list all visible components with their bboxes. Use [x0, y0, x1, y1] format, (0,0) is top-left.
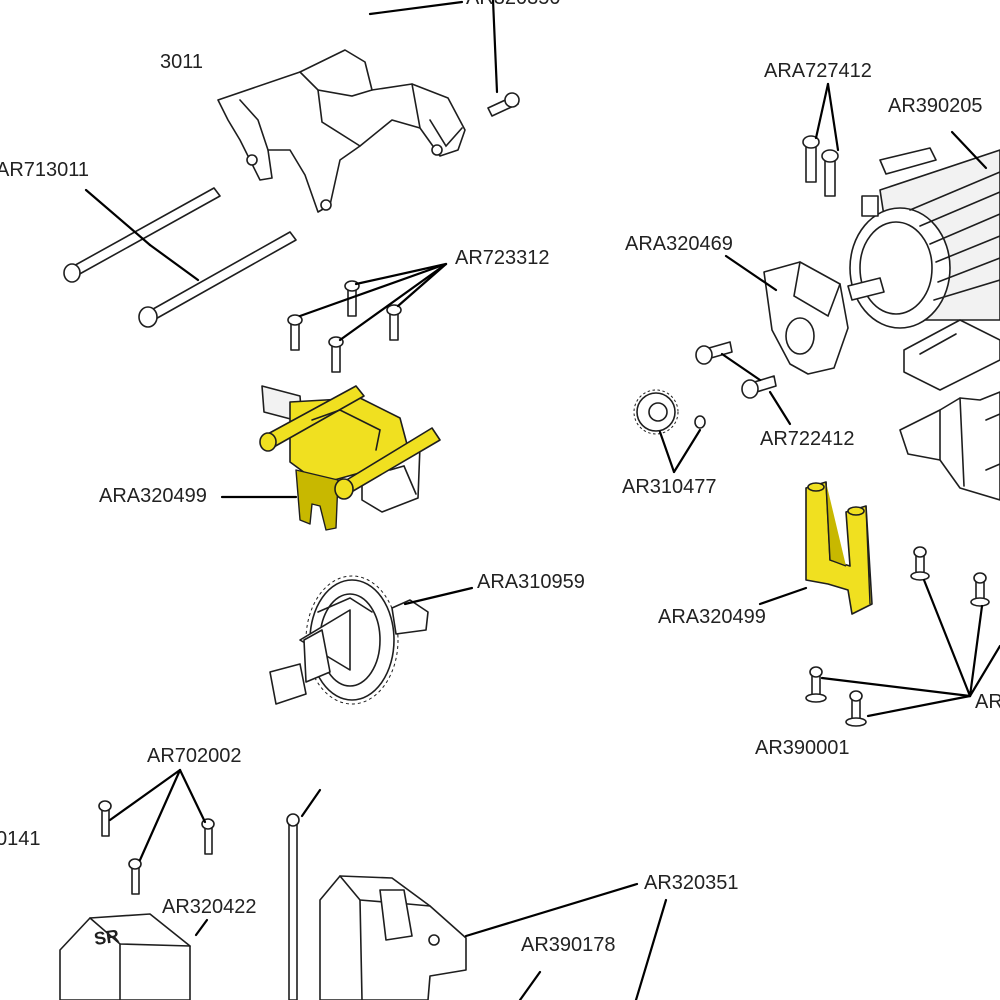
part-label-3011: 3011: [160, 51, 204, 73]
center-diff-mount-part: [259, 385, 441, 531]
screw-set-part: [287, 280, 402, 373]
receiver-box-part: [319, 875, 467, 1000]
part-label-ar320351: AR320351: [644, 872, 739, 894]
antenna-tube-part: [286, 813, 300, 1000]
motor-clamp-part: [763, 261, 849, 375]
motor-plate-part: [899, 319, 1000, 501]
part-label-ar390178: AR390178: [521, 934, 616, 956]
part-label-ar713011: AR713011: [0, 159, 90, 181]
svg-text:SR: SR: [93, 926, 121, 949]
motor-mount-post-part: [805, 481, 873, 615]
part-label-ara320499-right: ARA320499: [658, 606, 766, 628]
part-label-ara727412: ARA727412: [764, 60, 872, 82]
frame-screw-part: [805, 546, 990, 727]
part-label-ara320499-left: ARA320499: [99, 485, 207, 507]
center-diff-part: [269, 575, 429, 705]
part-label-ar390001: AR390001: [755, 737, 850, 759]
pinion-gear-part: [633, 389, 706, 435]
part-label-ar310477: AR310477: [622, 476, 717, 498]
chassis-brace-part: [217, 49, 466, 213]
mount-screw-part: [695, 341, 777, 399]
part-label-ara320469: ARA320469: [625, 233, 733, 255]
part-label-ar702002: AR702002: [147, 745, 242, 767]
part-label-ar390205: AR390205: [888, 95, 983, 117]
part-label-ar722412: AR722412: [760, 428, 855, 450]
hinge-pin-part: [63, 187, 297, 328]
part-label-top-cut: AR320350: [466, 0, 561, 8]
receiver-cover-part: SR: [59, 913, 191, 1000]
part-label-0141: 0141: [0, 828, 41, 850]
part-label-ar-cut: AR: [975, 691, 1000, 713]
motor-screw-part: [802, 135, 839, 197]
part-label-ar320422: AR320422: [162, 896, 257, 918]
pin-part: [487, 92, 520, 117]
part-label-ar723312: AR723312: [455, 247, 550, 269]
motor-part: [847, 147, 1000, 329]
part-label-ara310959: ARA310959: [477, 571, 585, 593]
